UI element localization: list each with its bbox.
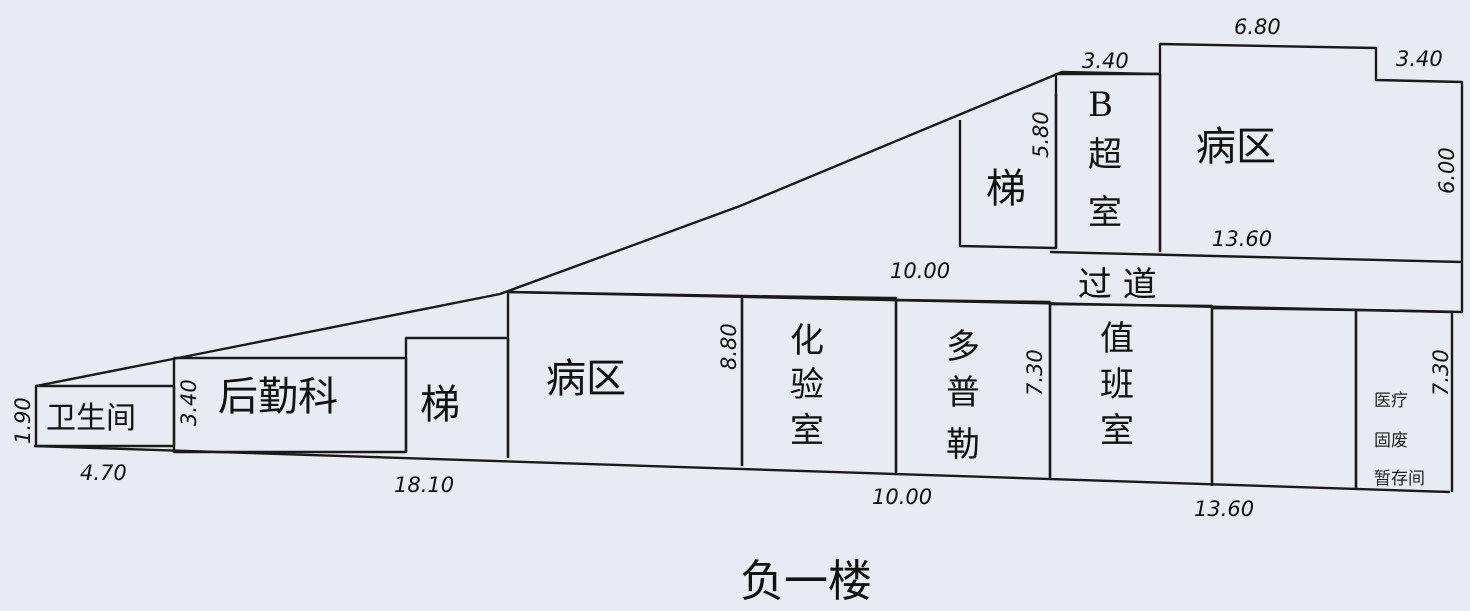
lower-floor-line — [33, 444, 1451, 494]
dim-13-60-upper: 13.60 — [1212, 227, 1272, 251]
corridor-outline — [507, 250, 1464, 314]
plan-title: 负一楼 — [740, 556, 872, 607]
dim-4-70: 4.70 — [80, 461, 127, 485]
dim-8-80: 8.80 — [717, 323, 741, 370]
waste-label-2: 固废 — [1374, 431, 1408, 451]
ward-left-label: 病区 — [546, 356, 626, 402]
bultra-label-2: 超 — [1088, 135, 1122, 175]
stair-upper-label: 梯 — [986, 166, 1026, 212]
dim-3-40-right: 3.40 — [1396, 47, 1443, 71]
upper-wing — [958, 42, 1464, 262]
dim-3-40-left: 3.40 — [177, 379, 201, 426]
waste-label-3: 暂存间 — [1374, 469, 1425, 489]
room-empty — [1210, 306, 1358, 490]
lab-label-2: 验 — [790, 365, 824, 405]
room-ward-upper — [1158, 42, 1464, 262]
dimension-labels: 4.70 1.90 3.40 18.10 8.80 10.00 7.30 13.… — [11, 15, 1459, 521]
dim-6-00: 6.00 — [1435, 147, 1459, 194]
dim-10-00-corridor: 10.00 — [890, 259, 950, 283]
dim-13-60-bottom: 13.60 — [1194, 497, 1254, 521]
dim-18-10: 18.10 — [394, 473, 454, 497]
doppler-label-1: 多 — [946, 327, 980, 367]
room-labels: 卫生间 后勤科 梯 病区 化 验 室 多 普 勒 值 班 室 梯 B 超 室 病… — [46, 85, 1425, 489]
dim-5-80: 5.80 — [1029, 111, 1053, 158]
corridor — [507, 250, 1464, 314]
duty-label-2: 班 — [1100, 365, 1134, 405]
doppler-label-3: 勒 — [946, 425, 980, 465]
duty-label-3: 室 — [1100, 411, 1134, 451]
sloped-roofline — [35, 70, 1161, 388]
corridor-label: 过 道 — [1078, 265, 1157, 305]
doppler-label-2: 普 — [946, 373, 980, 413]
dim-1-90: 1.90 — [11, 397, 35, 444]
logistics-label: 后勤科 — [218, 374, 338, 420]
dim-10-00-bottom: 10.00 — [872, 485, 932, 509]
bultra-label-3: 室 — [1088, 193, 1122, 233]
lab-label-3: 室 — [790, 411, 824, 451]
bultra-label-1: B — [1088, 85, 1113, 125]
lab-label-1: 化 — [790, 321, 824, 361]
waste-label-1: 医疗 — [1374, 391, 1408, 411]
stair-left-label: 梯 — [420, 382, 460, 428]
duty-label-1: 值 — [1100, 319, 1134, 359]
ward-upper-label: 病区 — [1196, 124, 1276, 170]
dim-7-30-mid: 7.30 — [1023, 349, 1047, 396]
dim-6-80: 6.80 — [1234, 15, 1281, 39]
dim-7-30-right: 7.30 — [1429, 349, 1453, 396]
dim-3-40-top: 3.40 — [1082, 49, 1129, 73]
toilet-label: 卫生间 — [46, 401, 136, 436]
